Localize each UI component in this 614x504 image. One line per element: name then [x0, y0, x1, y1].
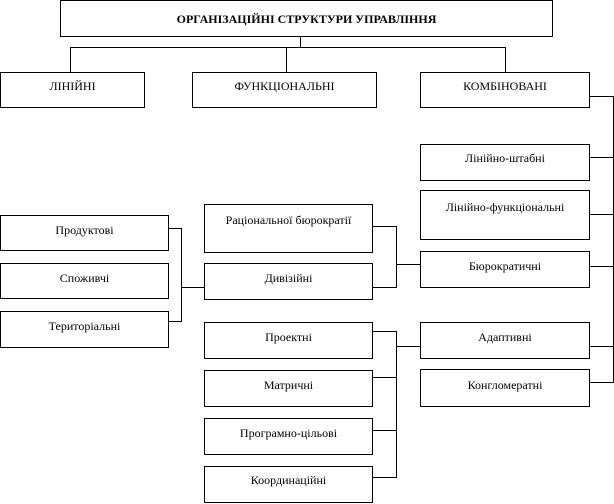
- node-product-label: Продуктові: [55, 223, 114, 237]
- page-title-text: ОРГАНІЗАЦІЙНІ СТРУКТУРИ УПРАВЛІННЯ: [176, 11, 437, 26]
- category-combined-label: КОМБІНОВАНІ: [463, 79, 547, 93]
- node-bureaucratic: Бюрократичні: [420, 251, 590, 288]
- node-consumer-label: Споживчі: [59, 271, 110, 285]
- node-program-target-label: Програмно-цільові: [239, 426, 338, 440]
- category-functional: ФУНКЦІОНАЛЬНІ: [192, 72, 377, 108]
- node-territorial-label: Територіальні: [48, 319, 121, 333]
- node-line-functional: Лінійно-функціональні: [420, 190, 590, 240]
- node-divisional-label: Дивізійні: [264, 271, 313, 285]
- node-matrix-label: Матричні: [263, 378, 314, 392]
- node-line-staff-label: Лінійно-штабні: [465, 151, 545, 165]
- category-functional-label: ФУНКЦІОНАЛЬНІ: [234, 79, 335, 93]
- node-rational-bureaucracy: Раціональної бюрократії: [204, 204, 373, 253]
- node-project: Проектні: [204, 322, 373, 359]
- node-adaptive: Адаптивні: [420, 322, 590, 359]
- node-divisional: Дивізійні: [204, 263, 373, 300]
- node-matrix: Матричні: [204, 370, 373, 407]
- node-bureaucratic-label: Бюрократичні: [468, 259, 542, 273]
- node-rational-bureaucracy-label: Раціональної бюрократії: [225, 213, 352, 227]
- node-conglomerate-label: Конгломератні: [467, 378, 543, 392]
- node-product: Продуктові: [0, 215, 169, 251]
- node-coordination-label: Координаційні: [250, 473, 327, 487]
- category-combined: КОМБІНОВАНІ: [420, 72, 590, 108]
- node-line-staff: Лінійно-штабні: [420, 144, 590, 181]
- node-coordination: Координаційні: [204, 466, 373, 503]
- node-territorial: Територіальні: [0, 311, 169, 348]
- node-line-functional-label: Лінійно-функціональні: [445, 200, 565, 214]
- node-consumer: Споживчі: [0, 263, 169, 299]
- node-program-target: Програмно-цільові: [204, 418, 373, 455]
- node-conglomerate: Конгломератні: [420, 369, 590, 407]
- category-linear: ЛІНІЙНІ: [0, 72, 145, 108]
- page-title: ОРГАНІЗАЦІЙНІ СТРУКТУРИ УПРАВЛІННЯ: [60, 0, 553, 37]
- category-linear-label: ЛІНІЙНІ: [49, 79, 96, 93]
- node-project-label: Проектні: [265, 330, 312, 344]
- node-adaptive-label: Адаптивні: [478, 330, 532, 344]
